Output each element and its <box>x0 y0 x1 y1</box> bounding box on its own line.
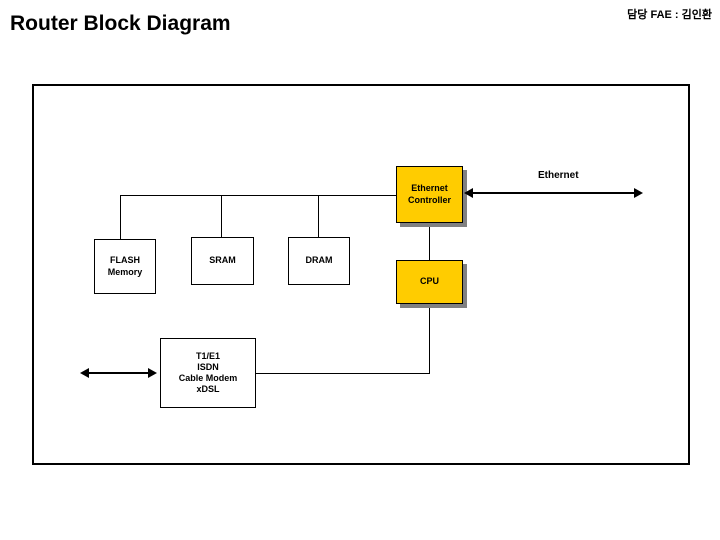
fae-owner-note: 담당 FAE : 김인환 <box>627 9 712 21</box>
block-dram-label: DRAM <box>305 255 333 266</box>
ethernet-link-line <box>472 192 636 194</box>
arrow-right-icon <box>148 368 157 378</box>
wan-label-line3: Cable Modem <box>178 373 238 383</box>
block-sram-label: SRAM <box>209 255 236 266</box>
block-wan-interface-label: T1/E1 ISDN Cable Modem xDSL <box>179 351 238 396</box>
ethernet-controller-label-line1: Ethernet <box>411 183 448 194</box>
cpu-downlink-line <box>429 304 430 374</box>
block-cpu-label: CPU <box>419 276 439 287</box>
wan-label-line1: T1/E1 <box>195 350 220 361</box>
flash-label-line2: Memory <box>107 266 143 277</box>
ethernet-controller-to-cpu-line <box>429 223 430 261</box>
block-ethernet-controller-label: Ethernet Controller <box>408 183 451 206</box>
block-sram[interactable]: SRAM <box>191 237 254 285</box>
system-bus-line <box>120 195 398 196</box>
arrow-left-icon <box>80 368 89 378</box>
bus-drop-dram-line <box>318 195 319 239</box>
block-flash-memory-label: FLASH Memory <box>108 255 143 278</box>
block-wan-interface[interactable]: T1/E1 ISDN Cable Modem xDSL <box>160 338 256 408</box>
ethernet-controller-label-line2: Controller <box>407 194 451 205</box>
arrow-left-icon <box>464 188 473 198</box>
wan-label-line4: xDSL <box>196 384 220 395</box>
wan-label-line2: ISDN <box>197 361 219 372</box>
ethernet-port-label: Ethernet <box>538 170 579 181</box>
block-flash-memory[interactable]: FLASH Memory <box>94 239 156 294</box>
wan-link-line <box>88 372 150 374</box>
bus-drop-sram-line <box>221 195 222 239</box>
block-ethernet-controller[interactable]: Ethernet Controller <box>396 166 463 223</box>
cpu-to-wan-line <box>256 373 430 374</box>
flash-label-line1: FLASH <box>109 255 140 266</box>
block-cpu[interactable]: CPU <box>396 260 463 304</box>
bus-drop-flash-line <box>120 195 121 241</box>
arrow-right-icon <box>634 188 643 198</box>
page-title: Router Block Diagram <box>10 12 231 35</box>
block-dram[interactable]: DRAM <box>288 237 350 285</box>
